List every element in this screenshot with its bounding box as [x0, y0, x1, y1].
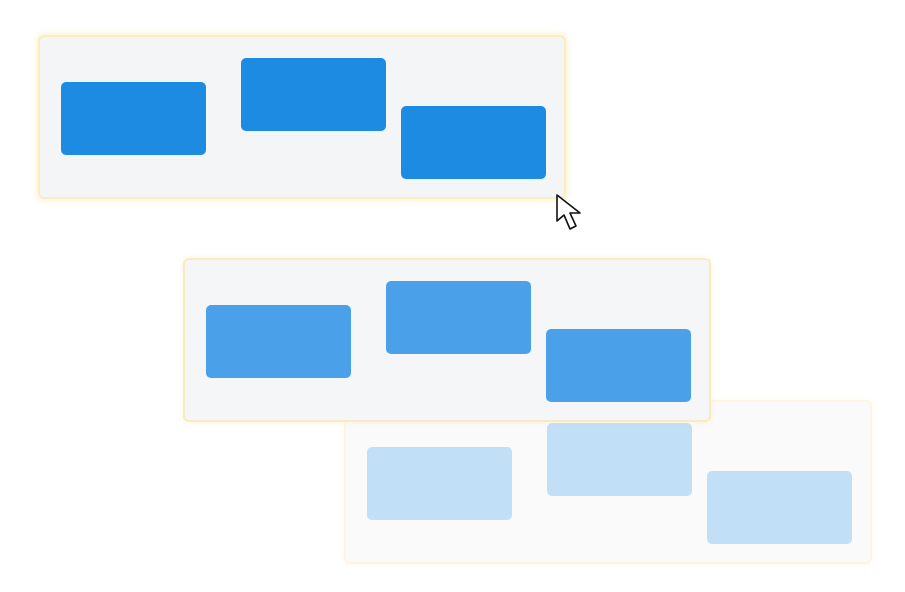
preview-block-left: [206, 305, 351, 378]
selected-group[interactable]: [38, 35, 566, 199]
block-right[interactable]: [401, 106, 546, 179]
preview-block-right: [546, 329, 691, 402]
ghost-block-middle: [547, 423, 692, 496]
block-middle[interactable]: [241, 58, 386, 131]
drag-preview-group: [183, 258, 711, 422]
drag-ghost-group: [344, 400, 872, 564]
block-left[interactable]: [61, 82, 206, 155]
ghost-block-left: [367, 447, 512, 520]
arrow-pointer-icon: [556, 194, 581, 230]
ghost-block-right: [707, 471, 852, 544]
preview-block-middle: [386, 281, 531, 354]
